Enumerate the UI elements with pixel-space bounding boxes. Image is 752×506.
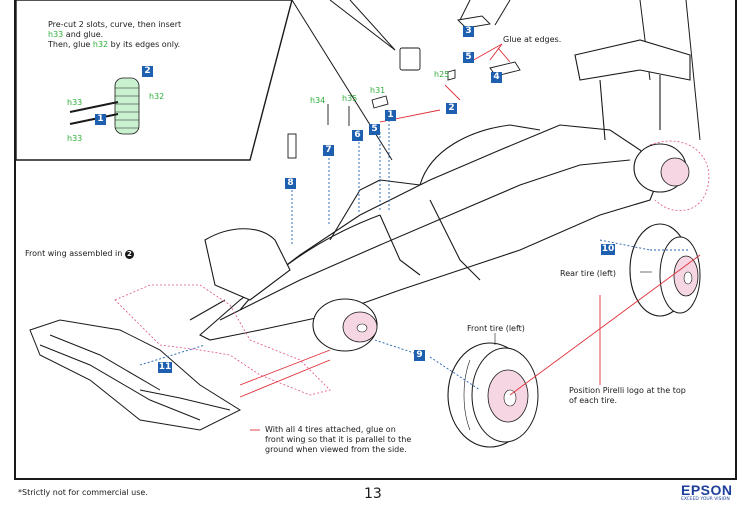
glue-note-line-2: front wing so that it is parallel to the	[265, 435, 412, 444]
disclaimer: *Strictly not for commercial use.	[18, 488, 148, 497]
car-body	[189, 39, 691, 341]
callout-line-2-rest: and glue.	[63, 30, 104, 39]
step-badge-2: 2	[446, 103, 457, 114]
callout-line-3: Then, glue h32 by its edges only.	[48, 40, 180, 50]
step-badge-9: 9	[414, 350, 425, 361]
perspective-line	[459, 0, 471, 21]
page-number: 13	[364, 486, 382, 502]
rear-tire-loose	[629, 223, 701, 317]
rear-tire-on-car	[633, 143, 690, 193]
inset-label-h32: h32	[149, 92, 165, 101]
step-badge-1-inset: 1	[95, 114, 106, 125]
step-badge-4: 4	[491, 72, 502, 83]
ghost-outline	[649, 140, 710, 212]
perspective-line	[349, 0, 396, 51]
callout-pointer-line	[291, 0, 393, 161]
perspective-line	[329, 0, 396, 51]
step-badge-6: 6	[352, 130, 363, 141]
front-tire-on-car	[312, 298, 378, 352]
step-badge-1: 1	[385, 110, 396, 121]
ghost-outline	[114, 284, 331, 396]
front-wing-note: Front wing assembled in 2	[25, 249, 134, 259]
glue-guide-lines	[239, 43, 701, 431]
front-tire-label: Front tire (left)	[467, 324, 525, 333]
part-label-h35: h35	[342, 94, 358, 103]
step-badge-5-top: 5	[463, 52, 474, 63]
part-h32-drawing	[69, 77, 140, 135]
step-badge-7: 7	[323, 145, 334, 156]
part-id-h32: h32	[92, 40, 109, 49]
pirelli-note-line-1: Position Pirelli logo at the top	[569, 386, 686, 395]
callout-line-1: Pre-cut 2 slots, curve, then insert	[48, 20, 182, 29]
step-badge-2-inset: 2	[142, 66, 153, 77]
front-tire-loose	[447, 342, 539, 448]
glue-note-line-1: With all 4 tires attached, glue on	[265, 425, 396, 434]
part-id-h33: h33	[48, 30, 64, 39]
inset-label-h33-b: h33	[67, 134, 83, 143]
front-wing-note-text: Front wing assembled in	[25, 249, 123, 258]
step-badge-5: 5	[369, 124, 380, 135]
pirelli-note-line-2: of each tire.	[569, 396, 618, 405]
brand-logo: EPSON	[681, 482, 733, 498]
page-frame	[14, 0, 737, 480]
brand-tagline: EXCEED YOUR VISION	[681, 497, 730, 502]
step-badge-8: 8	[285, 178, 296, 189]
step-badge-10: 10	[601, 244, 615, 255]
perspective-line	[494, 0, 511, 26]
part-label-h34: h34	[310, 96, 326, 105]
glue-edges-note: Glue at edges.	[503, 35, 562, 44]
glue-note-line-3: ground when viewed from the side.	[265, 445, 407, 454]
inset-label-h33-a: h33	[67, 98, 83, 107]
perspective-line	[685, 0, 701, 141]
step-badge-11: 11	[158, 362, 172, 373]
front-wing-detached	[29, 319, 242, 431]
step-ref-circle: 2	[124, 250, 134, 259]
part-label-h25: h25	[434, 70, 450, 79]
callout-line-3-start: Then, glue	[48, 40, 93, 49]
step-badge-3: 3	[463, 26, 474, 37]
part-label-h31: h31	[370, 86, 386, 95]
step-pointer-lines	[139, 120, 690, 391]
rear-tire-label: Rear tire (left)	[560, 269, 616, 278]
callout-line-3-end: by its edges only.	[108, 40, 181, 49]
callout-line-2: h33 and glue.	[48, 30, 103, 40]
small-parts	[287, 15, 521, 159]
